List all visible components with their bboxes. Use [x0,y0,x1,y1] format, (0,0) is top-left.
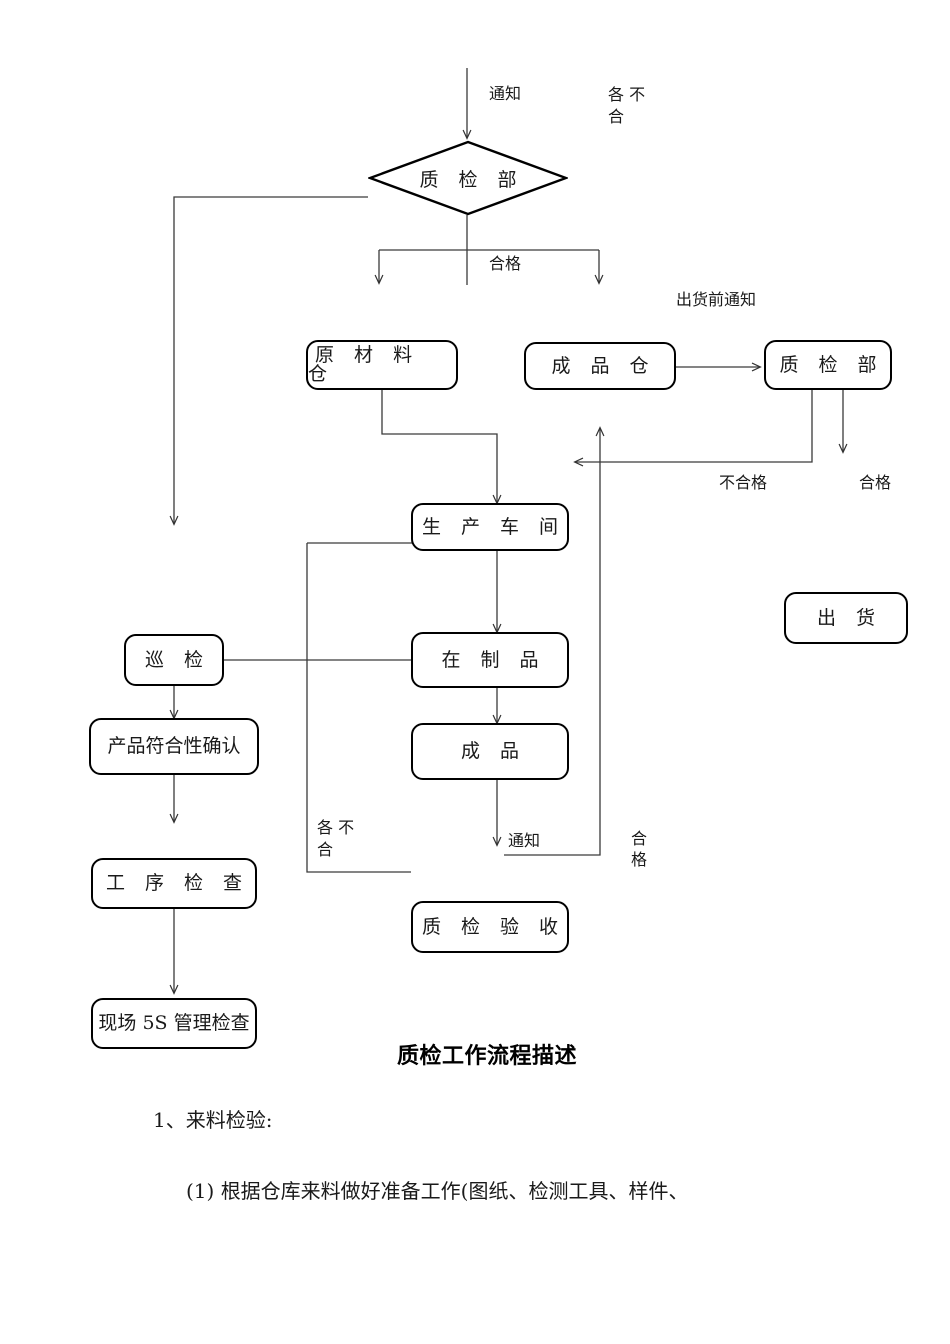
edge-acceptance-pass-loop [504,426,605,856]
edge-label-pass-bottom: 合格 [631,829,648,869]
node-label: 在 制 品 [441,648,546,671]
edge-label-notify-bottom: 通知 [508,831,541,850]
edge-label-pass-right: 合格 [859,473,892,492]
node-qc-dept-top[interactable]: 质 检 部 [366,140,570,216]
node-label: 生 产 车 间 [421,515,566,538]
node-label: 质 检 验 收 [421,915,566,938]
node-label: 产品符合性确认 [107,735,241,757]
section-heading-1: 1、来料检验: [153,1108,273,1132]
edge-nonconform-return-loop [306,543,411,873]
node-conformity-confirm[interactable]: 产品符合性确认 [89,718,259,775]
node-qc-acceptance[interactable]: 质 检 验 收 [411,901,569,953]
node-label: 成 品 仓 [551,354,656,377]
node-label: 现场 5S 管理检查 [98,1012,250,1034]
node-site-5s-check[interactable]: 现场 5S 管理检查 [91,998,257,1049]
edge-label-pre-ship-notify: 出货前通知 [676,290,757,309]
node-label: 原 材 料 仓 [308,344,420,385]
node-workshop[interactable]: 生 产 车 间 [411,503,569,551]
edge-label-nonconform-mid: 各 不 合 [317,818,355,859]
node-label: 工 序 检 查 [105,872,250,894]
node-label: 质 检 部 [419,168,524,191]
page-title: 质检工作流程描述 [397,1043,578,1069]
section-text-1: (1) 根据仓库来料做好准备工作(图纸、检测工具、样件、 [186,1179,689,1203]
node-label: 质 检 部 [779,353,884,376]
edge-label-notify-top: 通知 [489,84,522,103]
edge-label-nonconform-right: 不合格 [719,473,768,492]
node-label: 成 品 [460,740,527,762]
edge-label-nonconform-top: 各 不 合 [608,85,646,126]
node-label: 出 货 [816,606,883,629]
node-qc-dept-right[interactable]: 质 检 部 [764,340,892,390]
edge-raw-to-workshop [381,390,502,505]
edge-qc-nonconform-loop [169,196,368,526]
node-finished-goods[interactable]: 成 品 [411,723,569,780]
node-finished-warehouse[interactable]: 成 品 仓 [524,342,676,390]
edge-label-pass-top: 合格 [489,254,522,273]
node-label: 巡 检 [144,648,211,671]
node-process-check[interactable]: 工 序 检 查 [91,858,257,909]
node-raw-warehouse[interactable]: 原 材 料 仓 [306,340,458,390]
node-patrol[interactable]: 巡 检 [124,634,224,686]
node-shipment[interactable]: 出 货 [784,592,908,644]
node-wip[interactable]: 在 制 品 [411,632,569,688]
